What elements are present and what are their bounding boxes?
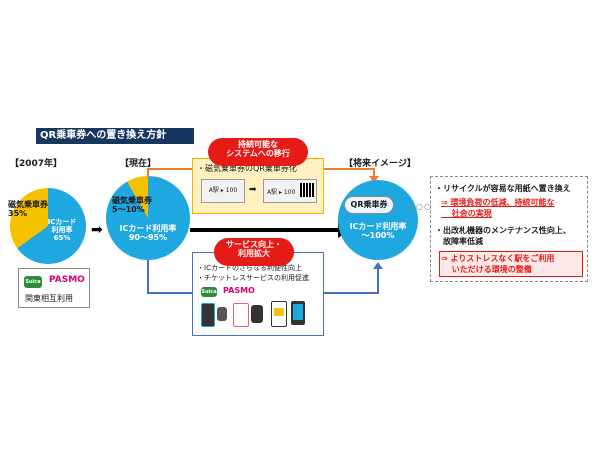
service-line-1: ・ICカードのさらなる利便性向上: [197, 264, 302, 272]
benefits-box: ・リサイクルが容易な用紙へ置き換え ⇒ 環境負荷の低減、持続可能な 社会の実現 …: [430, 176, 588, 282]
orange-connector-right: [373, 168, 375, 178]
dots-connector: ○○○: [408, 202, 432, 211]
watch-icon: [251, 305, 263, 323]
card-box-2007: Suica PASMO 関東相互利用: [18, 268, 90, 308]
qr-ticket-text: A駅 ▸ 100: [267, 189, 296, 196]
service-pill: サービス向上・ 利用拡大: [214, 238, 294, 266]
page-title: QR乗車券への置き換え方針: [36, 128, 194, 144]
pie-now: [106, 176, 190, 260]
card-icon: [271, 301, 287, 327]
pie-now-ic-label: ICカード利用率 90～95%: [119, 224, 177, 243]
main-arrow-shaft: [190, 228, 340, 232]
benefit-2-sub: ⇒ よりストレスなく駅をご利用 いただける環境の整備: [439, 251, 583, 277]
benefit-1-sub: ⇒ 環境負荷の低減、持続可能な 社会の実現: [441, 198, 555, 218]
pie-2007: [10, 188, 86, 264]
orange-arrow-head-icon: [369, 176, 379, 183]
pasmo-logo: PASMO: [49, 275, 85, 285]
qr-ticket: A駅 ▸ 100: [263, 179, 317, 203]
sustainable-pill: 持続可能な システムへの移行: [208, 138, 308, 166]
orange-connector-left: [147, 168, 149, 178]
service-box: ・ICカードのさらなる利便性向上 ・チケットレスサービスの利用促進 Suica …: [192, 252, 324, 336]
benefit-1: ・リサイクルが容易な用紙へ置き換え: [435, 184, 571, 193]
qr-cloud-label: QR乗車券: [344, 196, 394, 214]
pie-2007-mag-label: 磁気乗車券 35%: [8, 200, 48, 219]
pasmo-logo: PASMO: [223, 286, 255, 295]
phone-icon: [201, 303, 215, 327]
pie-now-mag-label: 磁気乗車券 5～10%: [112, 196, 152, 215]
suica-logo: Suica: [24, 276, 42, 288]
qr-icon: [300, 183, 314, 197]
phone-icon: [291, 301, 305, 325]
card-box-caption: 関東相互利用: [25, 294, 73, 303]
benefit-2: ・出改札機器のメンテナンス性向上、 故障率低減: [435, 226, 571, 246]
pie-future-ic-label: ICカード利用率 ～100%: [349, 222, 407, 241]
pie-2007-ic-label: ICカード 利用率 65%: [47, 218, 77, 243]
column-2007: 【2007年】: [10, 159, 63, 169]
column-future: 【将来イメージ】: [344, 159, 416, 169]
arrow-right-icon: ➡: [249, 185, 257, 195]
pie-future: [338, 180, 418, 260]
column-now: 【現在】: [120, 159, 157, 169]
suica-logo: Suica: [201, 287, 217, 297]
qr-migration-box: ・磁気乗車券のQR乗車券化 A駅 ▸ 100 ➡ A駅 ▸ 100: [192, 158, 324, 214]
magnetic-ticket: A駅 ▸ 100: [201, 179, 245, 203]
blue-connector-left: [147, 260, 149, 294]
arrow-right-icon: ➡: [91, 222, 103, 238]
blue-arrow-head-icon: [373, 262, 383, 269]
watch-icon: [217, 307, 227, 321]
phone-icon: [233, 303, 249, 327]
service-line-2: ・チケットレスサービスの利用促進: [197, 274, 309, 282]
blue-connector-right: [377, 266, 379, 294]
qr-migration-text: ・磁気乗車券のQR乗車券化: [197, 164, 297, 173]
